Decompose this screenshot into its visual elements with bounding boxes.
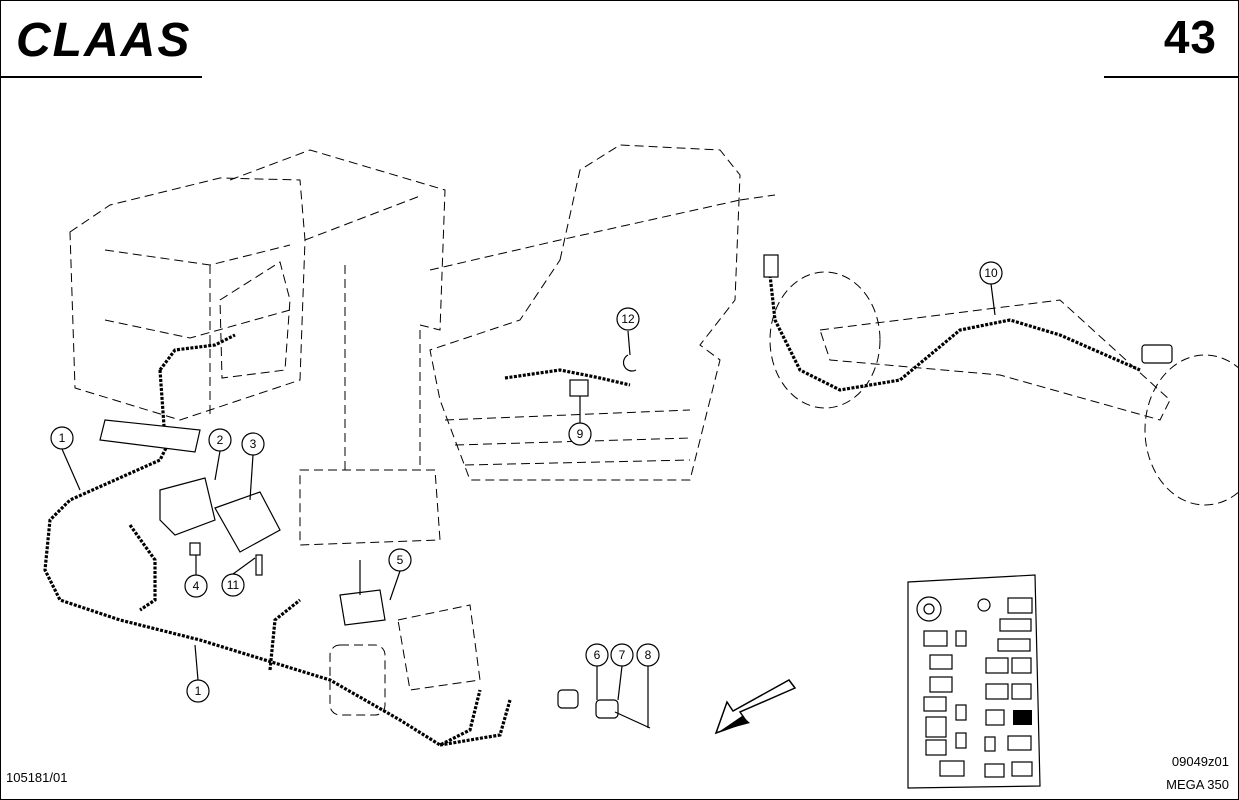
fuse-panel-inset: [907, 574, 1041, 789]
callout-3: 3: [241, 432, 265, 456]
svg-text:4: 4: [193, 579, 200, 593]
connector-10: [763, 254, 1173, 364]
relay-2: [159, 477, 216, 536]
sensor-6: [557, 689, 579, 709]
svg-text:6: 6: [594, 648, 601, 662]
drawing-code: 09049z01: [1171, 754, 1229, 769]
brand-text: CLAAS: [16, 16, 191, 62]
model-name: MEGA 350: [1166, 777, 1229, 792]
direction-arrow-icon: [714, 679, 797, 735]
rear-harness-cable: [768, 274, 1141, 392]
page-number: 43: [1163, 11, 1217, 63]
seat-switch-cable: [504, 368, 631, 387]
callout-1-lower: 1: [186, 679, 210, 703]
seat-switch-9: [569, 379, 589, 397]
header-rule-right: [1104, 76, 1239, 78]
svg-text:5: 5: [397, 553, 404, 567]
svg-text:3: 3: [250, 437, 257, 451]
callout-2: 2: [208, 428, 232, 452]
callout-9: 9: [568, 422, 592, 446]
callout-10: 10: [979, 261, 1003, 285]
pin-8: [614, 711, 651, 729]
switch-5: [339, 560, 386, 626]
svg-text:8: 8: [645, 648, 652, 662]
callout-12: 12: [616, 307, 640, 331]
svg-text:1: 1: [195, 684, 202, 698]
svg-text:1: 1: [59, 431, 66, 445]
svg-text:10: 10: [984, 266, 998, 280]
sensor-7: [595, 699, 619, 719]
svg-text:12: 12: [621, 312, 635, 326]
callout-11: 11: [221, 573, 245, 597]
clip-12: [622, 354, 637, 372]
callout-4: 4: [184, 574, 208, 598]
cab-console-outline: [69, 149, 446, 546]
svg-text:11: 11: [227, 578, 240, 592]
main-harness: [43, 333, 512, 747]
svg-text:9: 9: [577, 427, 584, 441]
svg-text:7: 7: [619, 648, 626, 662]
callout-1-upper: 1: [50, 426, 74, 450]
svg-text:2: 2: [217, 433, 224, 447]
bolt-11: [255, 554, 263, 576]
fuse-bar: [99, 419, 201, 453]
valve-block-outline: [329, 604, 481, 716]
screw-4: [189, 542, 201, 556]
callout-5: 5: [388, 548, 412, 572]
leader-lines: [61, 283, 996, 728]
rear-axle-outline: [739, 194, 1239, 506]
claas-logo: CLAAS: [16, 16, 191, 62]
relay-cover-3: [214, 491, 281, 553]
callout-6: 6: [585, 643, 609, 667]
document-id: 105181/01: [6, 770, 68, 785]
header-rule-left: [0, 76, 202, 78]
callout-7: 7: [610, 643, 634, 667]
callout-8: 8: [636, 643, 660, 667]
